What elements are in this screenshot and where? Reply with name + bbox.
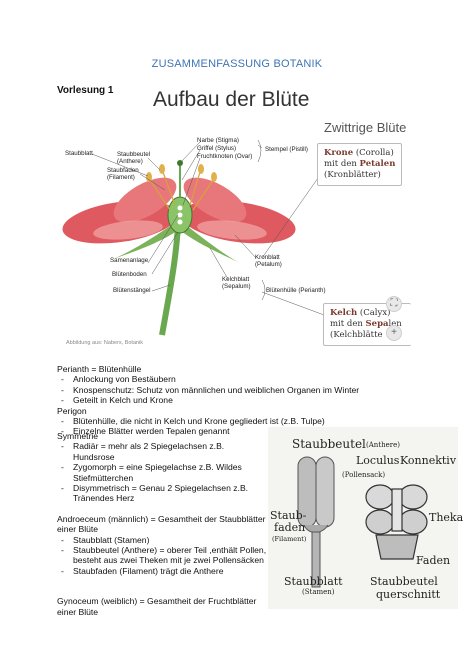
kelch-kelchblaetter: (Kelchblätte [330, 330, 383, 340]
f2-konnektiv: Konnektiv [400, 454, 457, 467]
label-kronblatt: Kronblatt [255, 254, 280, 261]
figure-subheading: Zwittrige Blüte [324, 120, 407, 135]
list-item: Einzelne Blätter werden Tepalen genannt [57, 426, 427, 437]
label-staubfaden: Staubfaden [107, 167, 139, 174]
f2-faden2: Faden [416, 554, 451, 567]
expand-icon[interactable]: ⛶ [386, 296, 402, 312]
androeceum-heading: Androeceum (männlich) = Gesamtheit der S… [57, 513, 266, 535]
label-bluetenboden: Blütenboden [112, 271, 147, 278]
f2-theka: Theka [429, 511, 464, 524]
kelch-len: len [388, 319, 402, 329]
kelch-sepa: Sepa [365, 319, 389, 329]
figure-heading: Aufbau der Blüte [153, 88, 310, 111]
krone-kronblaetter: (Kronblätter) [324, 170, 381, 180]
f2-querschnitt: querschnitt [376, 588, 441, 601]
list-item: Staubblatt (Stamen) [57, 535, 267, 546]
list-item: Radiär = mehr als 2 Spiegelachsen z.B. H… [57, 441, 267, 462]
krone-mit: mit den [324, 159, 360, 169]
f2-stamen: (Stamen) [302, 588, 335, 596]
list-item: Knospenschutz: Schutz von männlichen und… [57, 385, 427, 396]
label-bluetenstaengel: Blütenstängel [113, 287, 151, 294]
androeceum-list: Staubblatt (Stamen) Staubbeutel (Anthere… [57, 535, 267, 577]
krone-bold: Krone [324, 148, 354, 158]
label-anthere: (Anthere) [117, 158, 143, 165]
list-item: Blütenhülle, die nicht in Kelch und Kron… [57, 416, 427, 427]
f2-faden: faden [274, 521, 306, 534]
f2-staubbeutel2: Staubbeutel [370, 575, 438, 588]
f2-filament: (Filament) [272, 535, 307, 543]
symmetrie-section: Symmetrie Radiär = mehr als 2 Spiegelach… [57, 431, 267, 617]
kelch-rest: (Calyx) [357, 308, 391, 318]
label-stempel: Stempel (Pistill) [265, 146, 308, 153]
figure-credit: Abbildung aus: Nabers, Botanik [66, 340, 144, 346]
krone-petalen: Petalen [359, 159, 396, 169]
symmetrie-list: Radiär = mehr als 2 Spiegelachsen z.B. H… [57, 441, 267, 503]
perianth-list: Anlockung von Bestäubern Knospenschutz: … [57, 374, 427, 406]
label-narbe: Narbe (Stigma) [197, 137, 239, 144]
krone-rest: (Corolla) [353, 148, 394, 158]
document-title: ZUSAMMENFASSUNG BOTANIK [151, 58, 323, 70]
label-filament: (Filament) [107, 174, 135, 181]
f2-staub: Staub- [270, 509, 307, 522]
add-icon[interactable]: + [386, 325, 402, 341]
f2-staubbeutel: Staubbeutel [292, 437, 366, 451]
list-item: Geteilt in Kelch und Krone [57, 395, 427, 406]
perigon-heading: Perigon [57, 405, 87, 416]
lecture-heading: Vorlesung 1 [57, 85, 114, 96]
gynoceum-heading: Gynoceum (weiblich) = Gesamtheit der Fru… [57, 596, 257, 617]
f2-pollensack: (Pollensack) [342, 471, 386, 479]
list-item: Staubbeutel (Anthere) = oberer Teil ,ent… [57, 545, 267, 566]
stamen-illustration [297, 456, 428, 588]
label-kelchblatt: Kelchblatt [222, 276, 250, 283]
list-item: Staubfaden (Filament) trägt die Anthere [57, 566, 267, 577]
krone-box: Krone (Corolla) mit den Petalen (Kronblä… [317, 143, 403, 186]
list-item: Anlockung von Bestäubern [57, 374, 427, 385]
label-staubblatt: Staubblatt [65, 150, 93, 157]
kelch-mit: mit den [330, 319, 366, 329]
label-staubbeutel: Staubbeutel [117, 151, 151, 158]
f2-loculus: Loculus [356, 454, 400, 467]
perianth-heading: Perianth = Blütenhülle [57, 364, 142, 374]
label-griffel: Griffel (Stylus) [197, 145, 237, 152]
label-samenanlage: Samenanlage [110, 257, 149, 264]
perianth-section: Perianth = Blütenhülle Anlockung von Bes… [57, 364, 427, 437]
f2-staubblatt: Staubblatt [284, 575, 343, 588]
stamen-figure: Staubbeutel (Anthere) Loculus Konnektiv … [268, 427, 463, 609]
symmetrie-heading: Symmetrie [57, 431, 99, 441]
perigon-list: Blütenhülle, die nicht in Kelch und Kron… [57, 416, 427, 437]
f2-anthere: (Anthere) [366, 441, 400, 449]
list-item: Disymmetrisch = Genau 2 Spiegelachsen z.… [57, 483, 267, 504]
list-item: Zygomorph = eine Spiegelachse z.B. Wilde… [57, 462, 267, 483]
flower-illustration [62, 139, 325, 336]
label-sepalum: (Sepalum) [222, 283, 251, 290]
label-bluetenhuelle: Blütenhülle (Perianth) [266, 287, 326, 294]
label-petalum: (Petalum) [255, 261, 282, 268]
label-fruchtknoten: Fruchtknoten (Ovar) [197, 153, 253, 160]
kelch-bold: Kelch [330, 308, 358, 318]
